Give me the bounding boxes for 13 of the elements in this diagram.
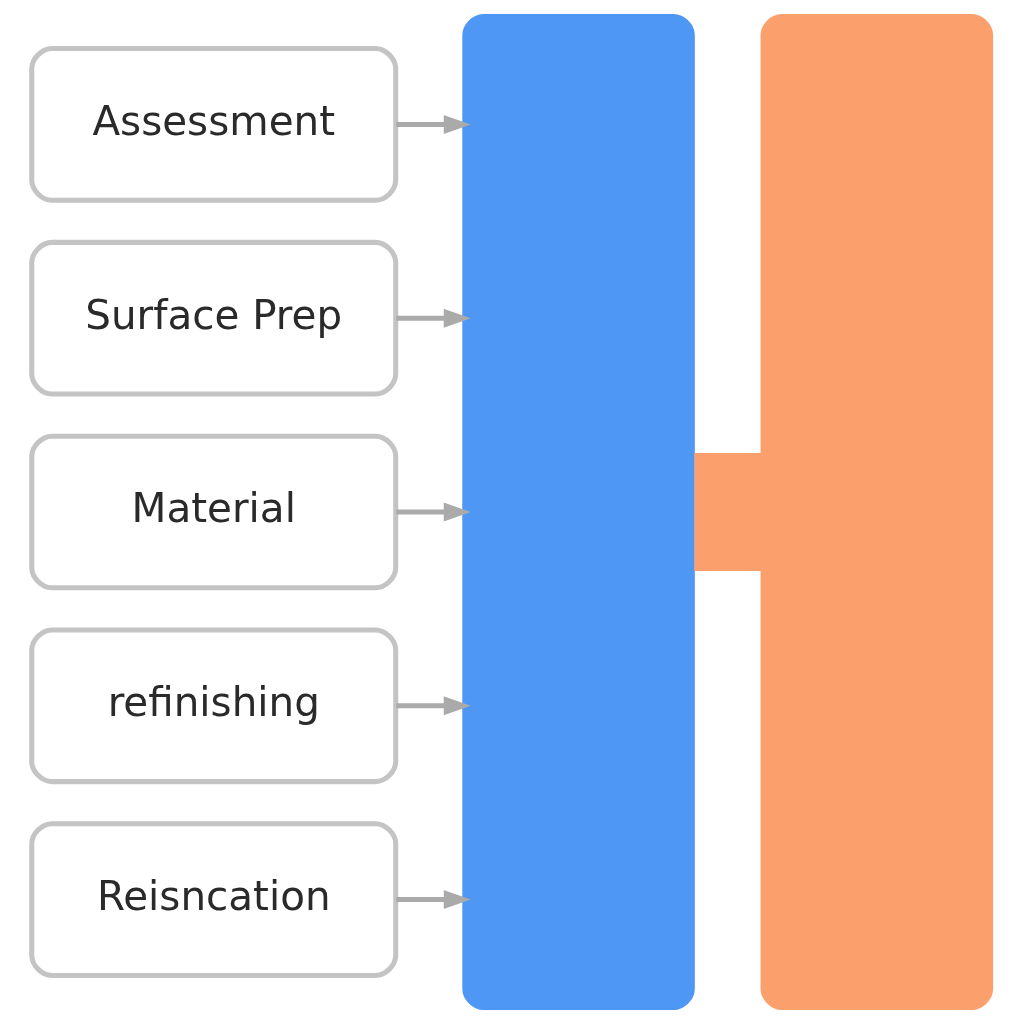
- connector: [694, 453, 762, 571]
- node-box: refinishing: [29, 627, 399, 785]
- node-box: Reisncation: [29, 821, 399, 978]
- arrow: [396, 308, 471, 328]
- node-box: Assessment: [29, 46, 399, 203]
- arrow: [396, 502, 471, 522]
- arrow: [396, 696, 471, 716]
- arrow: [396, 890, 471, 910]
- node-bar: [760, 14, 994, 1010]
- node-box: Material: [29, 433, 399, 591]
- arrow: [396, 114, 471, 134]
- node-bar: [462, 14, 695, 1010]
- node-box: Surface Prep: [29, 239, 399, 397]
